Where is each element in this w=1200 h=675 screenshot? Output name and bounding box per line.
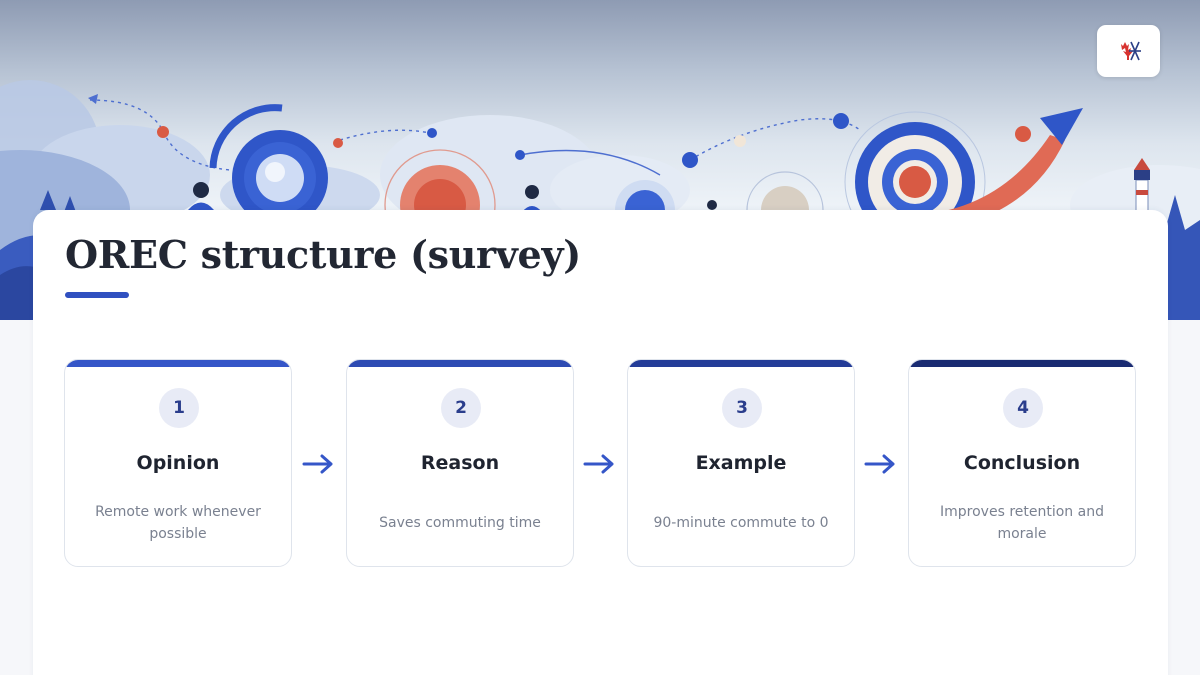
- step-accent-bar: [628, 360, 854, 367]
- arrow-right-icon: [864, 453, 898, 475]
- step-card-conclusion: 4 Conclusion Improves retention and mora…: [908, 359, 1136, 567]
- step-accent-bar: [909, 360, 1135, 367]
- step-number-badge: 4: [1003, 388, 1043, 428]
- step-accent-bar: [65, 360, 291, 367]
- step-description: 90-minute commute to 0: [653, 515, 829, 531]
- step-title: Conclusion: [963, 452, 1081, 474]
- arrow-right-icon: [302, 453, 336, 475]
- step-description: Remote work whenever possible: [95, 504, 261, 542]
- content-card: OREC structure (survey) 1 Opinion Remote…: [33, 210, 1168, 675]
- logo-badge[interactable]: [1097, 25, 1160, 77]
- step-card-example: 3 Example 90-minute commute to 0: [627, 359, 855, 567]
- step-description: Improves retention and morale: [940, 504, 1104, 542]
- step-title: Reason: [420, 452, 500, 474]
- page-title: OREC structure (survey): [65, 232, 581, 277]
- arrow-right-icon: [583, 453, 617, 475]
- step-number-badge: 1: [159, 388, 199, 428]
- step-accent-bar: [347, 360, 573, 367]
- step-number-badge: 3: [722, 388, 762, 428]
- step-title: Example: [695, 452, 787, 474]
- title-underline: [65, 292, 129, 298]
- step-title: Opinion: [136, 452, 220, 474]
- step-description: Saves commuting time: [379, 515, 541, 531]
- step-card-opinion: 1 Opinion Remote work whenever possible: [64, 359, 292, 567]
- maple-leaf-logo-icon: [1120, 41, 1141, 61]
- step-card-reason: 2 Reason Saves commuting time: [346, 359, 574, 567]
- step-number-badge: 2: [441, 388, 481, 428]
